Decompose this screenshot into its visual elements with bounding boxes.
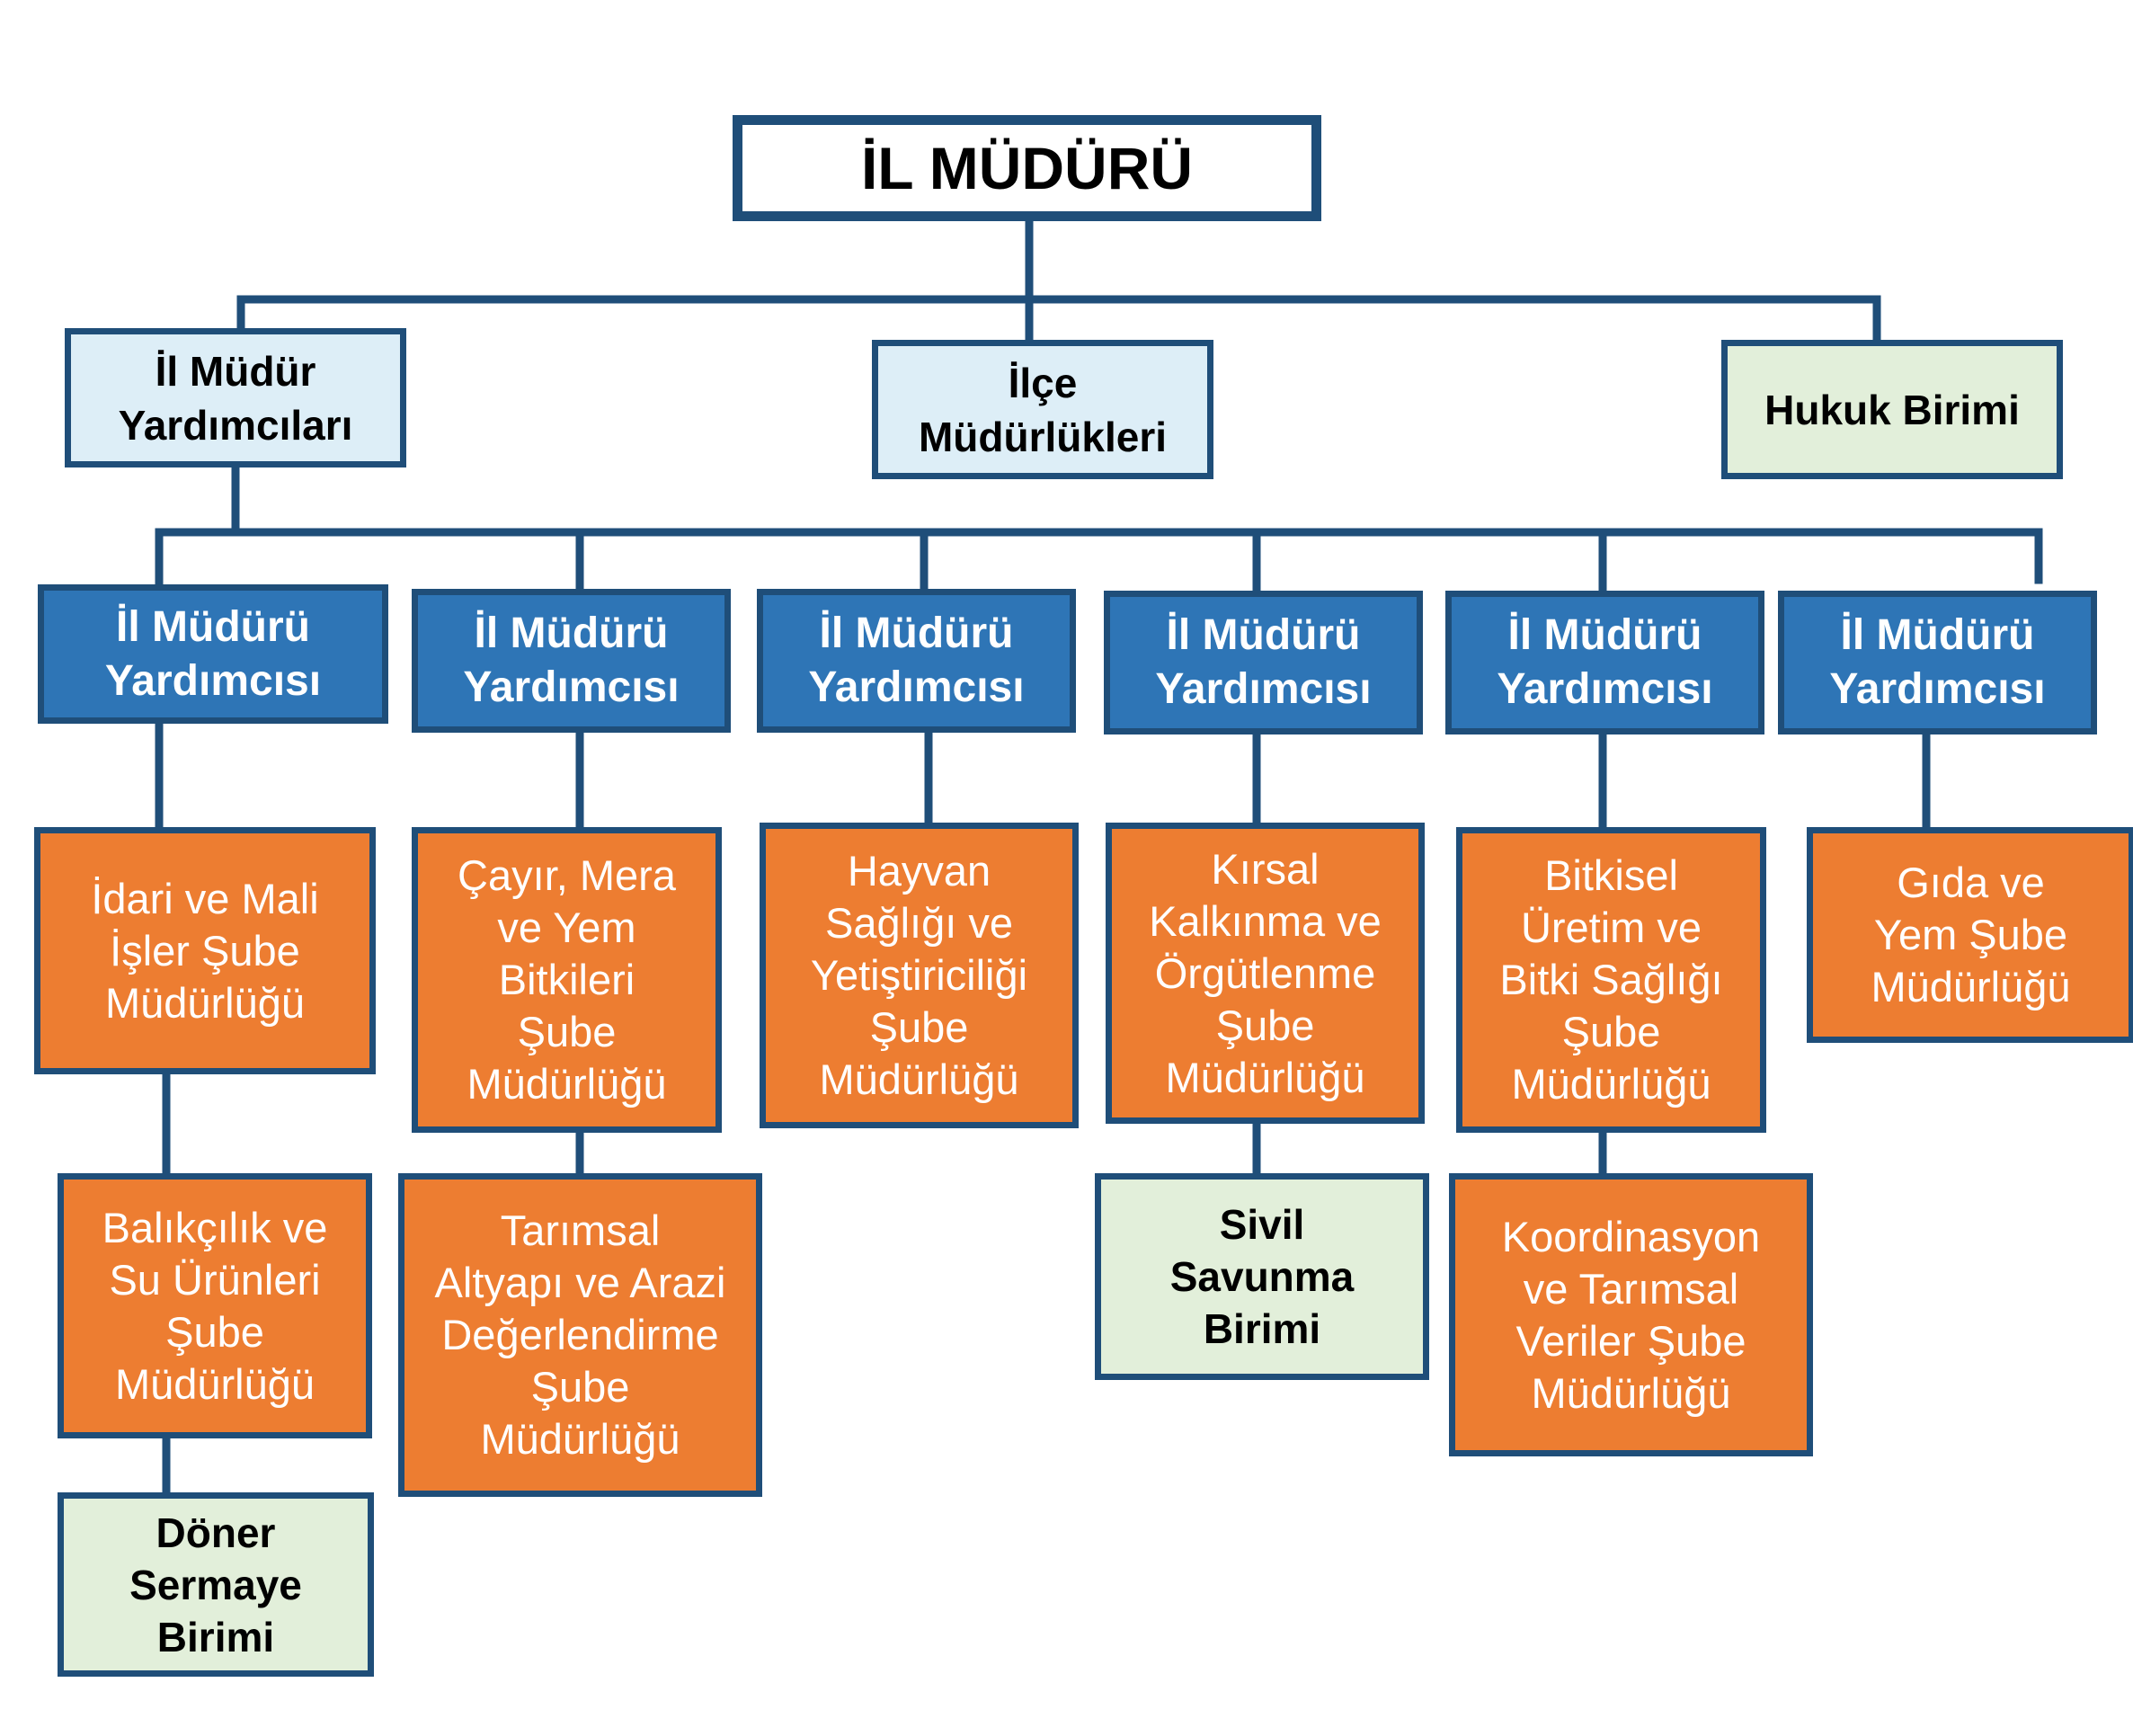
branch-tarimsal-altyapi: Tarımsal Altyapı ve Arazi Değerlendirme … xyxy=(398,1173,762,1497)
director-label: İL MÜDÜRÜ xyxy=(860,135,1194,201)
assistant-label: İl Müdürü Yardımcısı xyxy=(808,610,1025,711)
branch-gida-yem: Gıda ve Yem Şube Müdürlüğü xyxy=(1807,827,2133,1043)
branch-hayvan-sagligi: Hayvan Sağlığı ve Yetiştiriciliği Şube M… xyxy=(760,823,1079,1128)
assistant-box-5: İl Müdürü Yardımcısı xyxy=(1445,591,1764,734)
assistant-box-1: İl Müdürü Yardımcısı xyxy=(38,584,388,724)
assistant-label: İl Müdürü Yardımcısı xyxy=(1497,611,1713,713)
branch-koordinasyon: Koordinasyon ve Tarımsal Veriler Şube Mü… xyxy=(1449,1173,1813,1456)
branch-kirsal-kalkinma: Kırsal Kalkınma ve Örgütlenme Şube Müdür… xyxy=(1106,823,1425,1124)
branch-idari-mali: İdari ve Mali İşler Şube Müdürlüğü xyxy=(34,827,376,1074)
branch-balikcilik: Balıkçılık ve Su Ürünleri Şube Müdürlüğü xyxy=(58,1173,372,1438)
legal-unit-label: Hukuk Birimi xyxy=(1764,386,2020,433)
assistant-label: İl Müdürü Yardımcısı xyxy=(1829,611,2046,713)
assistant-label: İl Müdürü Yardımcısı xyxy=(1155,611,1372,713)
unit-doner-sermaye: Döner Sermaye Birimi xyxy=(58,1492,374,1677)
district-offices-box: İlçe Müdürlükleri xyxy=(872,340,1213,479)
district-offices-label: İlçe Müdürlükleri xyxy=(918,359,1168,460)
unit-sivil-savunma: Sivil Savunma Birimi xyxy=(1095,1173,1429,1380)
assistant-label: İl Müdürü Yardımcısı xyxy=(463,610,680,711)
assistant-label: İl Müdürü Yardımcısı xyxy=(104,602,322,705)
assistants-group-box: İl Müdür Yardımcıları xyxy=(65,328,406,467)
assistants-group-label: İl Müdür Yardımcıları xyxy=(118,347,353,449)
assistant-box-4: İl Müdürü Yardımcısı xyxy=(1104,591,1423,734)
director-box: İL MÜDÜRÜ xyxy=(733,115,1321,221)
legal-unit-box: Hukuk Birimi xyxy=(1721,340,2063,479)
branch-bitkisel-uretim: Bitkisel Üretim ve Bitki Sağlığı Şube Mü… xyxy=(1456,827,1766,1133)
assistant-box-3: İl Müdürü Yardımcısı xyxy=(757,589,1076,733)
assistant-box-2: İl Müdürü Yardımcısı xyxy=(412,589,731,733)
branch-cayir-mera: Çayır, Mera ve Yem Bitkileri Şube Müdürl… xyxy=(412,827,722,1133)
assistant-box-6: İl Müdürü Yardımcısı xyxy=(1778,591,2097,734)
